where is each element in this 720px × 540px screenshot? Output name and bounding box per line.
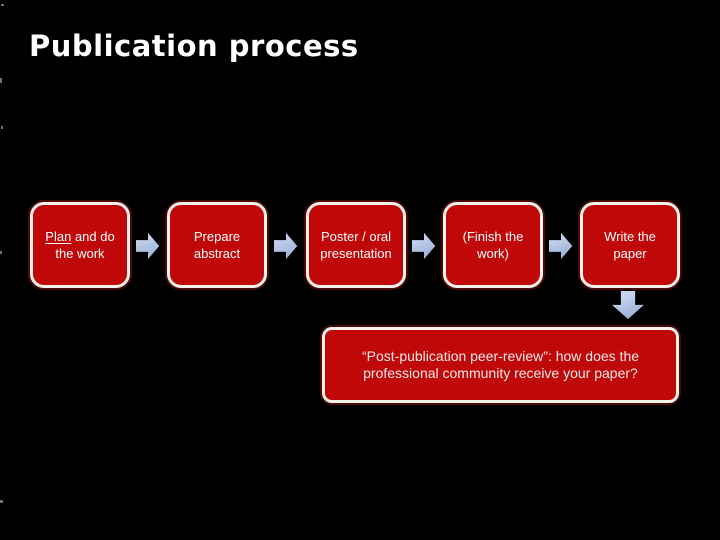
result-box-text: “Post-publication peer-review”: how does… bbox=[361, 348, 640, 381]
flow-box-prepare-abstract: Prepare abstract bbox=[167, 202, 267, 288]
edge-artifact bbox=[0, 78, 2, 83]
flow-box-write-the-paper: Write the paper bbox=[580, 202, 680, 288]
flow-box-label: (Finish the work) bbox=[462, 229, 524, 261]
edge-artifact bbox=[0, 251, 2, 254]
block-arrow-right-icon bbox=[274, 232, 298, 260]
flow-box-finish-the-work: (Finish the work) bbox=[443, 202, 543, 288]
flow-box-label: Write the paper bbox=[604, 229, 656, 261]
flow-box-label-rest: and do the work bbox=[55, 229, 115, 261]
flow-box-label: Plan and do the work bbox=[37, 228, 123, 262]
underlined-word: Plan bbox=[45, 229, 72, 244]
edge-artifact bbox=[0, 500, 3, 503]
block-arrow-right-icon bbox=[412, 232, 436, 260]
block-arrow-right-icon bbox=[136, 232, 160, 260]
edge-artifact bbox=[1, 126, 3, 129]
edge-artifact bbox=[1, 4, 4, 6]
result-box-post-publication-peer-review: “Post-publication peer-review”: how does… bbox=[322, 327, 679, 403]
flow-box-plan-and-do-the-work: Plan and do the work bbox=[30, 202, 130, 288]
flow-box-poster-oral-presentation: Poster / oral presentation bbox=[306, 202, 406, 288]
flow-box-label: Prepare abstract bbox=[193, 229, 241, 261]
block-arrow-down-icon bbox=[612, 291, 644, 320]
slide-title: Publication process bbox=[29, 29, 359, 63]
block-arrow-right-icon bbox=[549, 232, 573, 260]
flow-box-label: Poster / oral presentation bbox=[320, 229, 392, 261]
